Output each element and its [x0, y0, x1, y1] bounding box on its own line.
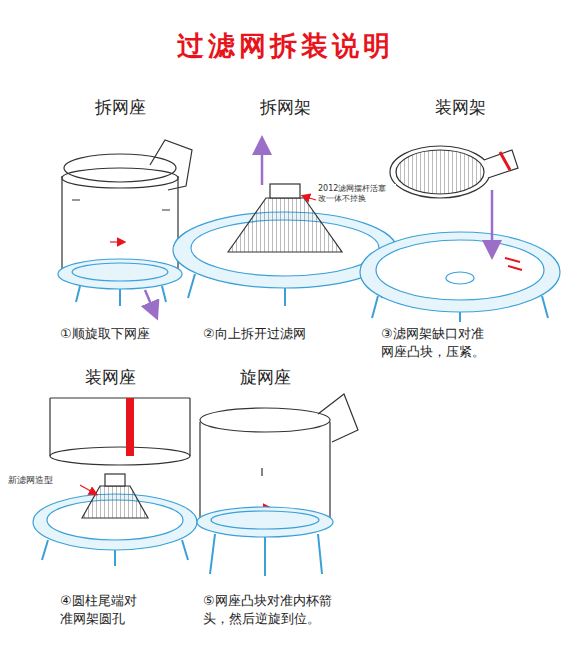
cup-figure-5 [197, 394, 358, 576]
step-caption: ②向上拆开过滤网 [203, 325, 363, 343]
step-caption: ⑤网座凸块对准内杯箭头，然后逆旋到位。 [203, 592, 341, 627]
note-label: 2012滤网摆杆活塞 改一体不掉换 [318, 184, 396, 204]
cup-figure-1 [58, 140, 192, 316]
step-heading: 装网座 [60, 366, 160, 389]
step-caption: ①顺旋取下网座 [60, 325, 200, 343]
title: 过滤网拆装说明 [85, 28, 485, 64]
note-label: 新滤网造型 [8, 474, 80, 486]
step-heading: 拆网架 [235, 96, 335, 119]
step-heading: 装网架 [410, 96, 510, 119]
step-heading: 拆网座 [70, 96, 170, 119]
step-heading: 旋网座 [215, 366, 315, 389]
filter-figure-3 [360, 146, 560, 322]
step-caption: ③滤网架缺口对准网座凸块，压紧。 [381, 325, 493, 360]
step-caption: ④圆柱尾端对准网架圆孔 [60, 592, 144, 627]
